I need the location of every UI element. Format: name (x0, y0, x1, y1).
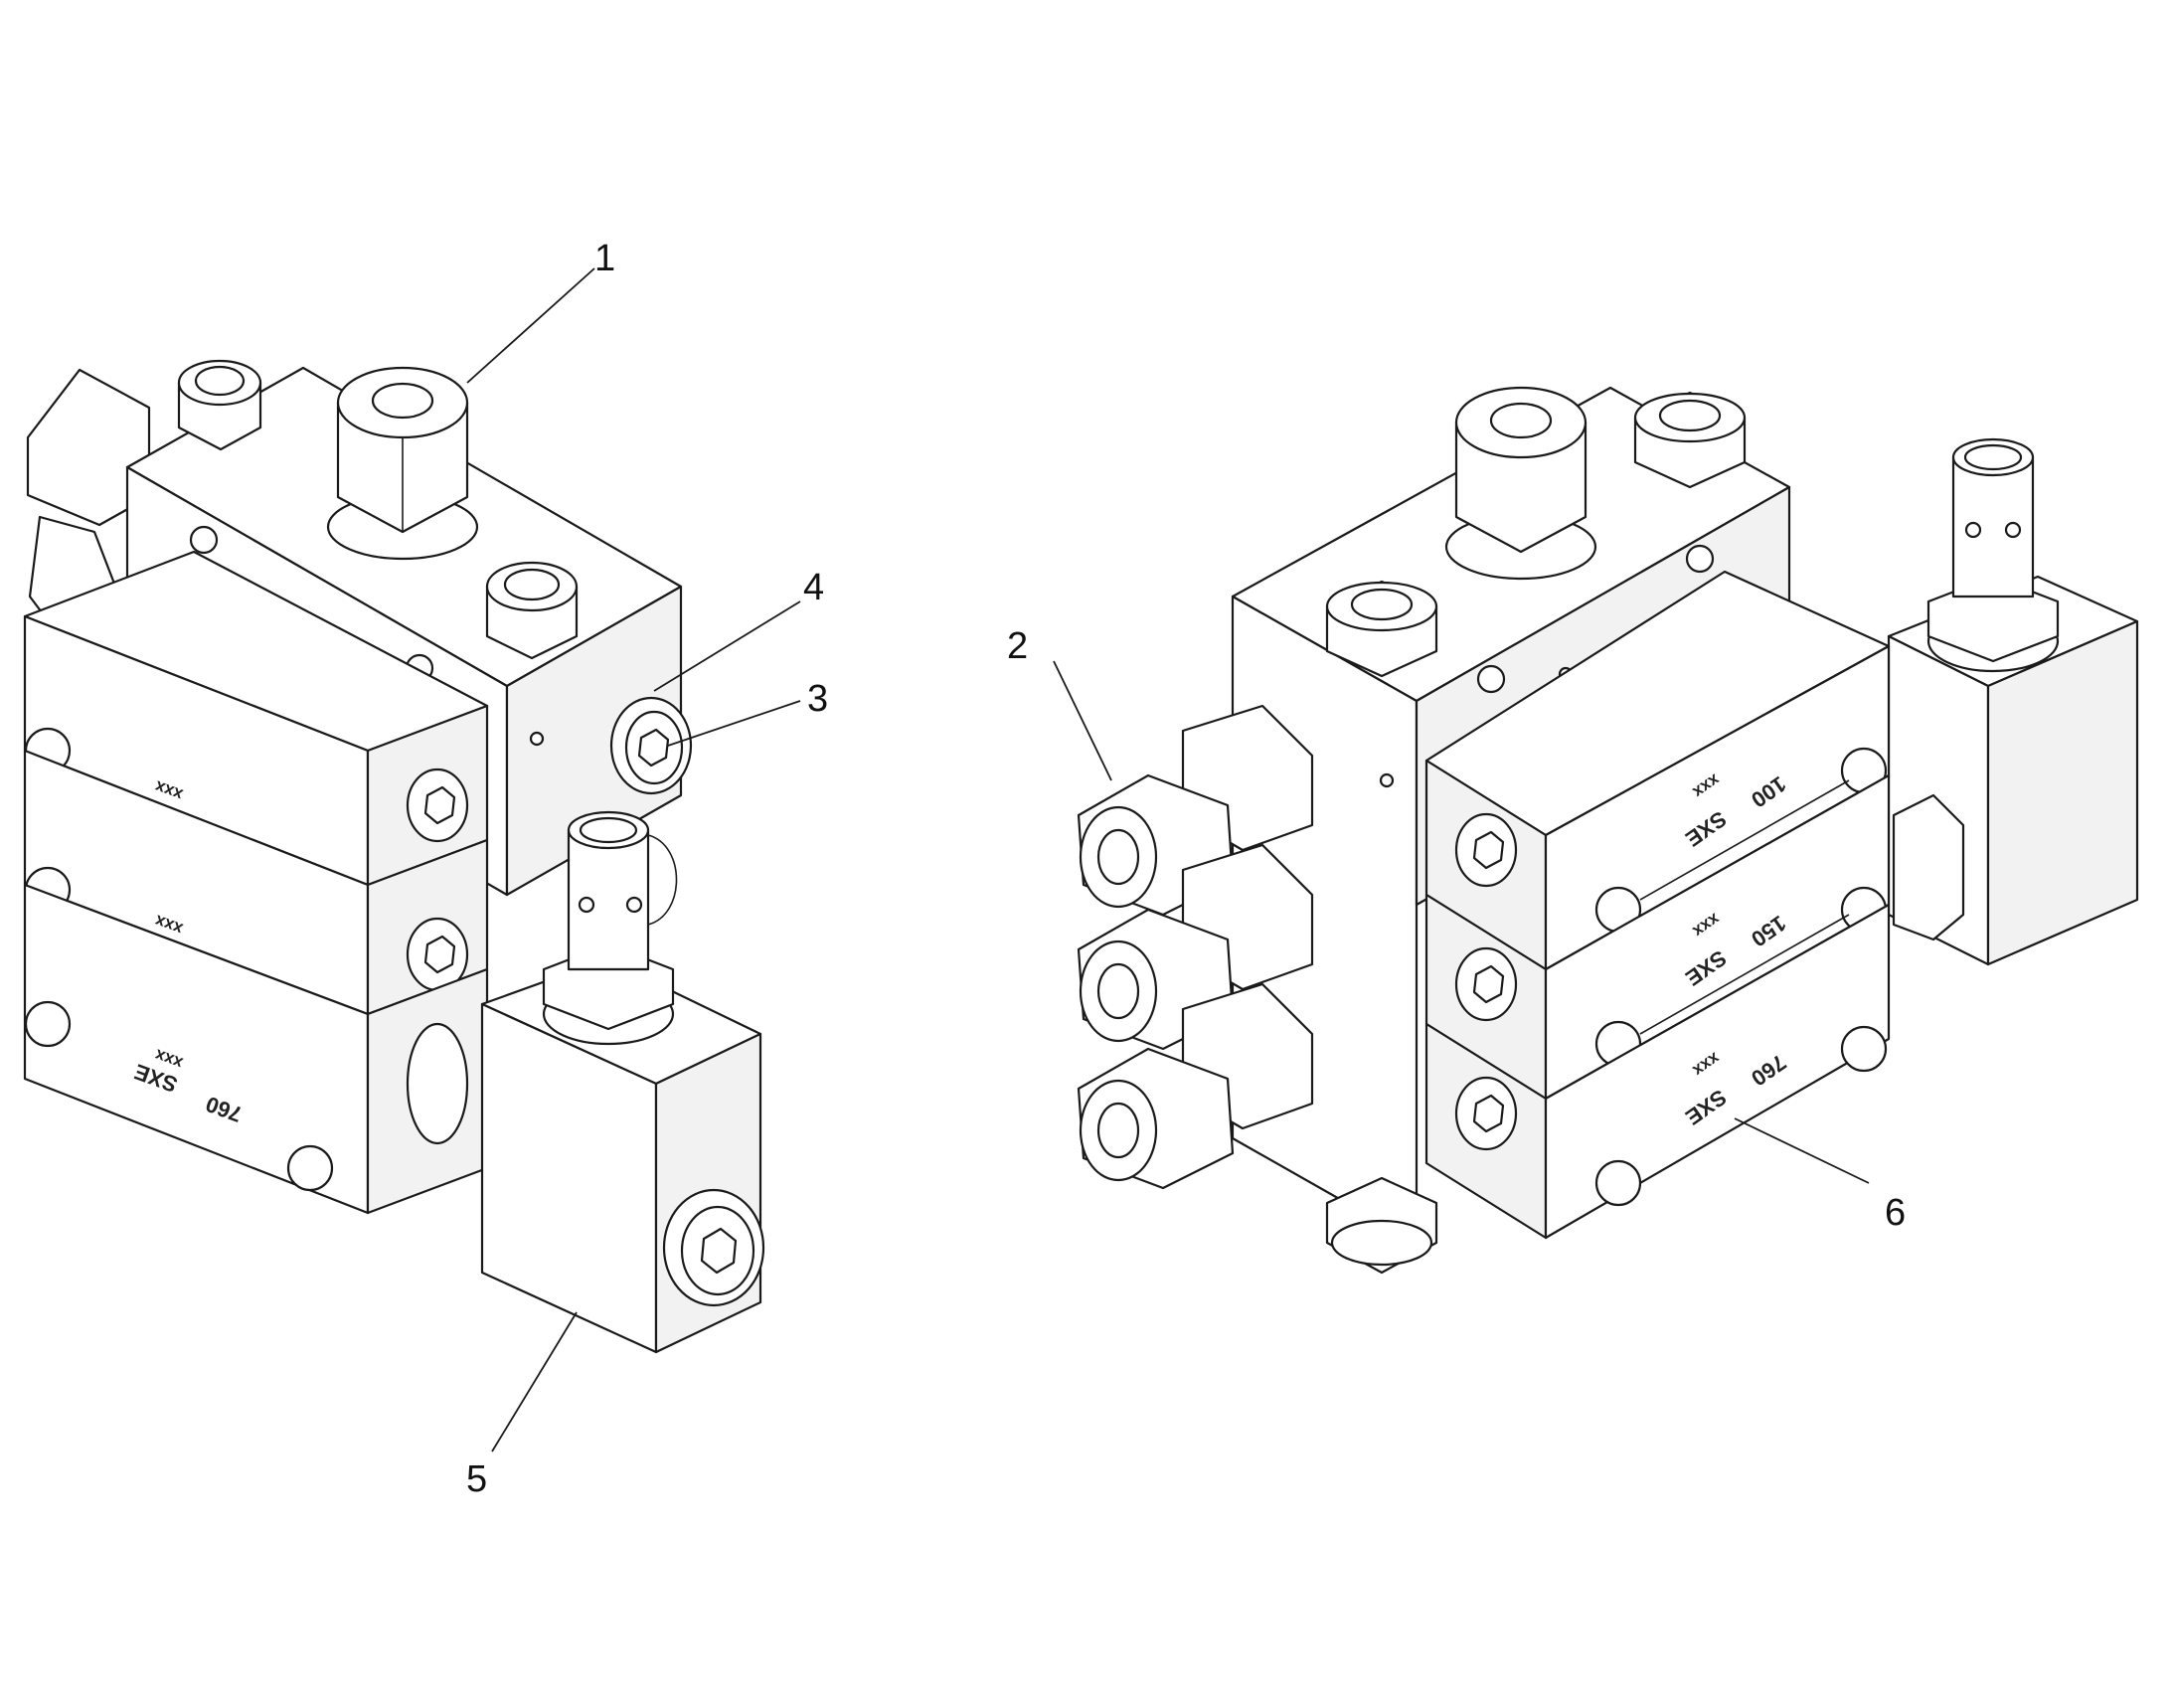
left-top-small-fitting-b (485, 561, 579, 660)
callout-3: 3 (807, 678, 828, 720)
right-bottom-fitting (1325, 1176, 1438, 1275)
callout-6: 6 (1885, 1192, 1906, 1234)
right-outlet-fitting-1 (1077, 704, 1314, 917)
left-check-plug (609, 696, 693, 795)
callout-2: 2 (1007, 625, 1028, 667)
right-relief-cartridge (1926, 437, 2060, 673)
right-top-small-fitting-b (1325, 580, 1438, 678)
callout-4: 4 (803, 567, 824, 608)
right-outlet-fitting-3 (1077, 982, 1314, 1190)
right-top-small-fitting-a (1633, 391, 1747, 489)
callout-1: 1 (594, 238, 615, 279)
right-metering-block-760: xxx SXE 760 (1424, 903, 1891, 1240)
right-side-fitting (1892, 793, 1965, 941)
right-main-inlet-fitting (1444, 386, 1597, 581)
left-top-small-fitting-a (177, 359, 262, 451)
left-relief-cartridge (542, 810, 678, 1046)
callout-5: 5 (466, 1458, 487, 1500)
right-valve-assembly: xxx SXE 100 xxx SXE 150 xxx SXE (1053, 386, 2139, 1275)
left-valve-assembly: xxx SXE 100 xxx SXE 150 xxx SXE 760 (23, 267, 801, 1452)
left-main-inlet-fitting (326, 366, 479, 561)
